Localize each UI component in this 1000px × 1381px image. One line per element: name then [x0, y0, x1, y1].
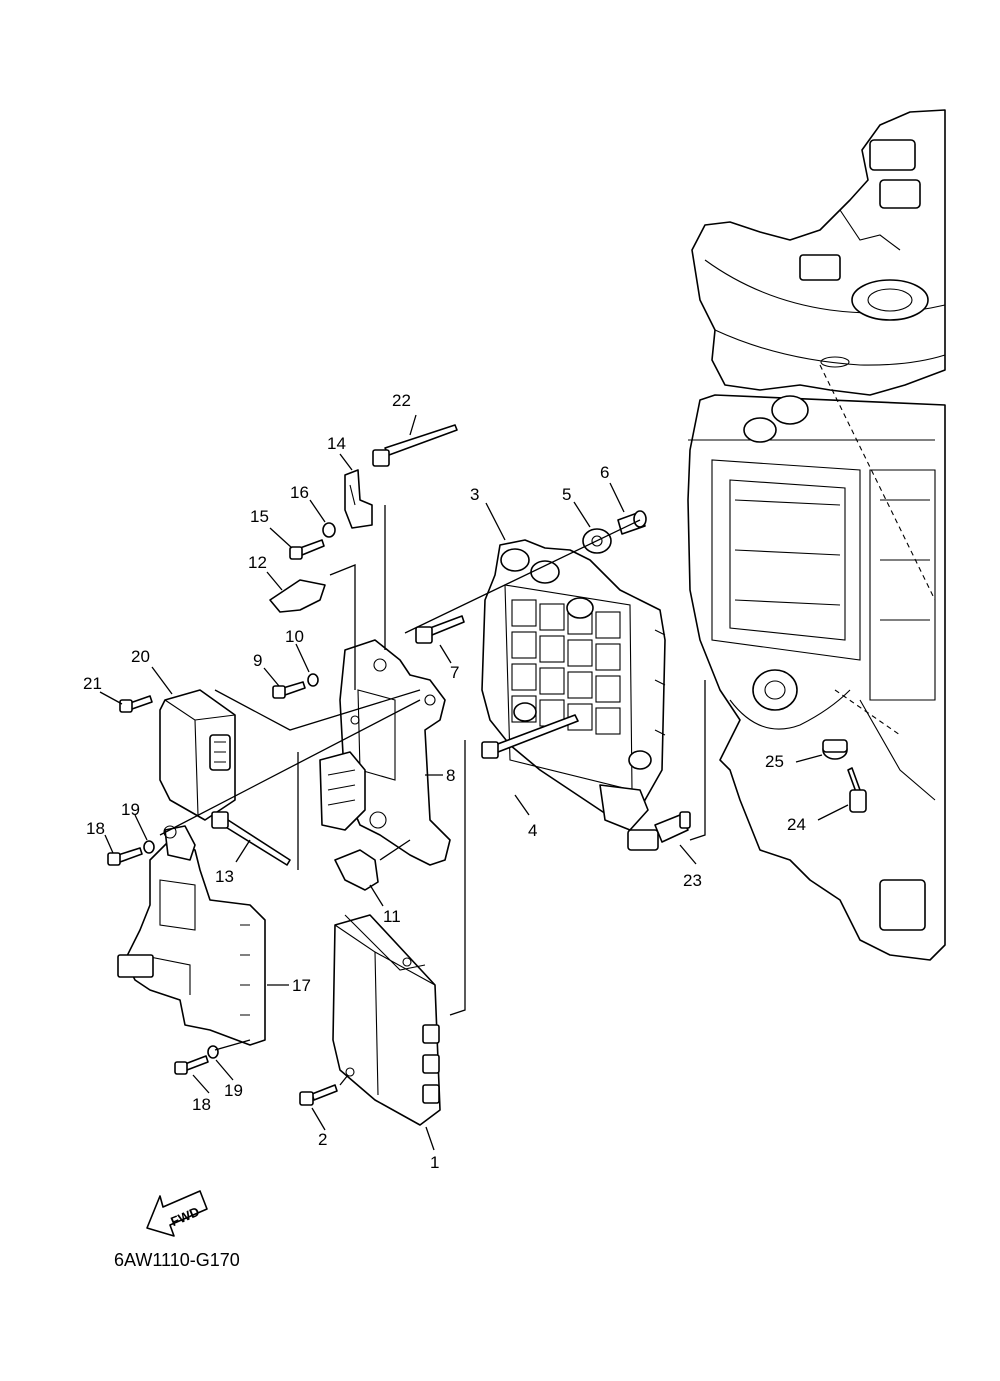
callout-18a: 18 [86, 819, 105, 838]
callout-2: 2 [318, 1130, 327, 1149]
part-11-clip [334, 849, 379, 891]
leader-lines [99, 414, 849, 1151]
callout-10: 10 [285, 627, 304, 646]
callout-8: 8 [446, 766, 455, 785]
callout-25: 25 [765, 752, 784, 771]
assembly-lines [159, 505, 706, 1086]
part-22-cable-tie [372, 424, 458, 467]
part-3-bracket [481, 539, 666, 831]
part-23-sensor [627, 811, 691, 851]
callout-4: 4 [528, 821, 537, 840]
engine-block [687, 109, 946, 961]
part-1-ecu [332, 914, 441, 1126]
callout-7: 7 [450, 663, 459, 682]
callout-1: 1 [430, 1153, 439, 1172]
part-10-washer [307, 673, 319, 687]
part-8-plate [319, 639, 451, 866]
part-2-bolt [299, 1084, 338, 1106]
callout-15: 15 [250, 507, 269, 526]
callout-19a: 19 [121, 800, 140, 819]
part-17-bracket [117, 825, 266, 1046]
callout-17: 17 [292, 976, 311, 995]
part-12-clamp [269, 579, 326, 613]
callout-18b: 18 [192, 1095, 211, 1114]
part-16-washer [322, 522, 336, 538]
callout-24: 24 [787, 815, 806, 834]
diagram-code: 6AW1110-G170 [114, 1250, 240, 1270]
part-15-bolt [289, 539, 325, 560]
part-20-module [159, 689, 236, 821]
callout-numbers: 1 2 3 4 5 6 7 8 9 10 11 12 13 14 15 16 1… [83, 391, 806, 1172]
part-14-clip [344, 469, 373, 529]
part-4-cable-tie [481, 714, 579, 759]
part-7-bolt [415, 615, 465, 644]
callout-14: 14 [327, 434, 346, 453]
part-18-bolt-lower [174, 1055, 209, 1075]
part-6-collar [617, 510, 647, 535]
part-18-bolt-upper [107, 847, 143, 866]
callout-13: 13 [215, 867, 234, 886]
callout-16: 16 [290, 483, 309, 502]
callout-19b: 19 [224, 1081, 243, 1100]
callout-22: 22 [392, 391, 411, 410]
callout-11: 11 [383, 907, 401, 926]
callout-12: 12 [248, 553, 267, 572]
part-19-washer-lower [207, 1045, 219, 1059]
part-19-washer-upper [143, 840, 155, 854]
part-13-cable-tie [211, 811, 291, 866]
callout-6: 6 [600, 463, 609, 482]
callout-9: 9 [253, 651, 262, 670]
callout-20: 20 [131, 647, 150, 666]
callout-5: 5 [562, 485, 571, 504]
fwd-arrow: FWD [146, 1190, 208, 1237]
part-24-sensor [847, 767, 867, 813]
callout-23: 23 [683, 871, 702, 890]
callout-21: 21 [83, 674, 102, 693]
part-25-grommet [822, 739, 848, 760]
callout-3: 3 [470, 485, 479, 504]
part-21-bolt [119, 695, 153, 713]
